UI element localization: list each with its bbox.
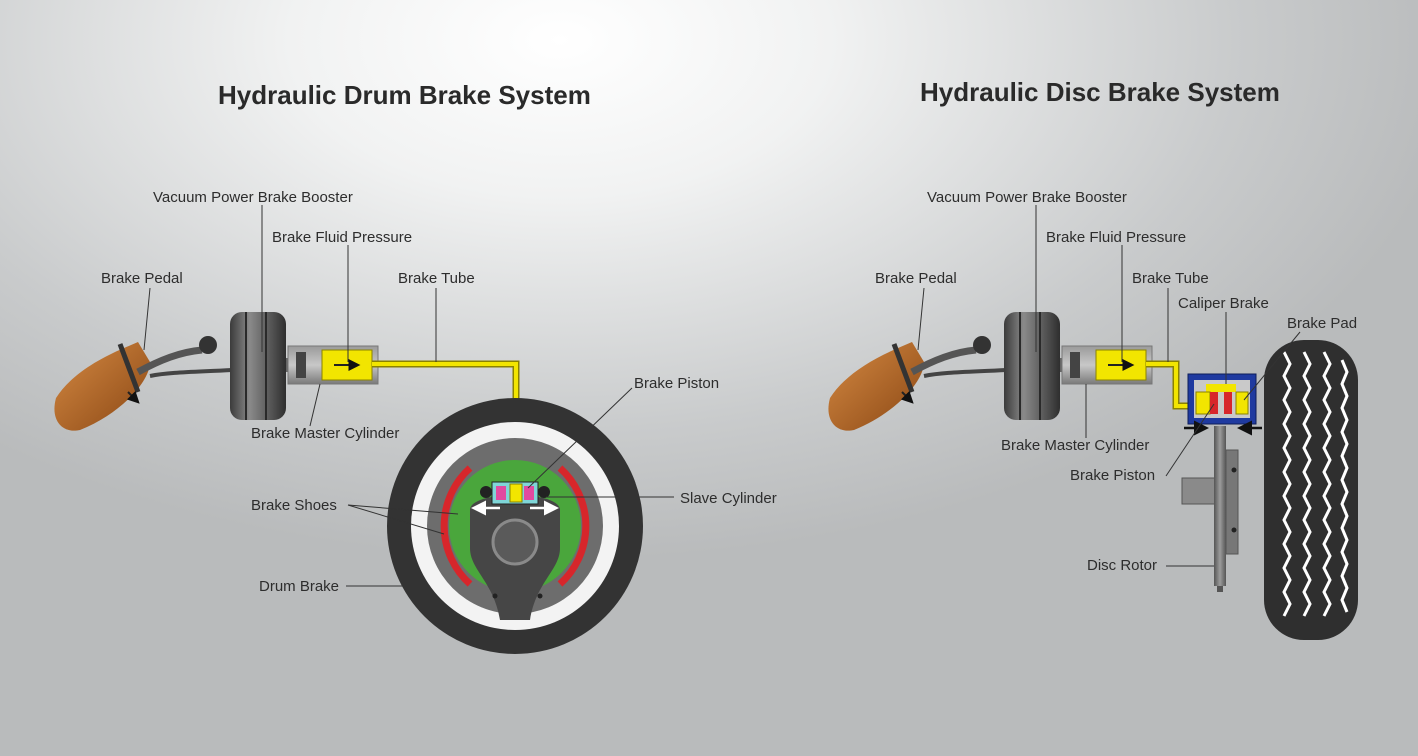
drum-label-brake-pedal: Brake Pedal xyxy=(101,270,183,287)
drum-label-brake-shoes: Brake Shoes xyxy=(251,497,337,514)
disc-brake-pad-right xyxy=(1224,392,1232,414)
drum-slave-cylinder xyxy=(471,481,559,516)
drum-brake-pedal xyxy=(54,336,233,431)
drum-brake-piston xyxy=(509,483,523,503)
drum-leader-lines xyxy=(143,205,674,587)
disc-leader-lines xyxy=(917,205,1301,567)
drum-label-vacuum-booster: Vacuum Power Brake Booster xyxy=(153,189,353,206)
disc-hub xyxy=(1181,477,1217,505)
drum-label-brake-piston: Brake Piston xyxy=(634,375,720,392)
drum-vacuum-booster xyxy=(230,312,286,420)
drum-system xyxy=(54,205,674,654)
disc-tire xyxy=(1264,340,1358,640)
disc-label-disc-rotor: Disc Rotor xyxy=(1087,557,1158,574)
disc-label-master-cylinder: Brake Master Cylinder xyxy=(1001,437,1150,454)
disc-brake-pad-left xyxy=(1210,392,1218,414)
drum-label-master-cylinder: Brake Master Cylinder xyxy=(251,425,400,442)
disc-label-brake-pad: Brake Pad xyxy=(1287,315,1358,332)
disc-vacuum-booster xyxy=(1004,312,1060,420)
drum-brake-title: Hydraulic Drum Brake System xyxy=(218,80,591,110)
disc-label-brake-piston: Brake Piston xyxy=(1070,467,1156,484)
drum-label-drum-brake: Drum Brake xyxy=(259,578,340,595)
disc-label-brake-tube: Brake Tube xyxy=(1132,270,1209,287)
drum-label-slave-cylinder: Slave Cylinder xyxy=(680,490,777,507)
disc-label-brake-pedal: Brake Pedal xyxy=(875,270,957,287)
disc-brake-pedal xyxy=(828,336,1007,431)
disc-rotor xyxy=(1214,426,1226,586)
disc-caliper xyxy=(1184,373,1262,436)
disc-brake-tube xyxy=(1146,362,1196,408)
drum-label-brake-tube: Brake Tube xyxy=(398,270,475,287)
drum-brake-shoe-right xyxy=(557,465,590,587)
disc-label-fluid-pressure: Brake Fluid Pressure xyxy=(1046,229,1187,246)
disc-system xyxy=(828,205,1358,640)
drum-brake-shoe-left xyxy=(440,465,473,587)
disc-brake-piston xyxy=(1195,391,1211,415)
drum-label-fluid-pressure: Brake Fluid Pressure xyxy=(272,229,413,246)
disc-label-caliper-brake: Caliper Brake xyxy=(1178,295,1269,312)
disc-label-vacuum-booster: Vacuum Power Brake Booster xyxy=(927,189,1127,206)
disc-brake-title: Hydraulic Disc Brake System xyxy=(920,77,1280,107)
